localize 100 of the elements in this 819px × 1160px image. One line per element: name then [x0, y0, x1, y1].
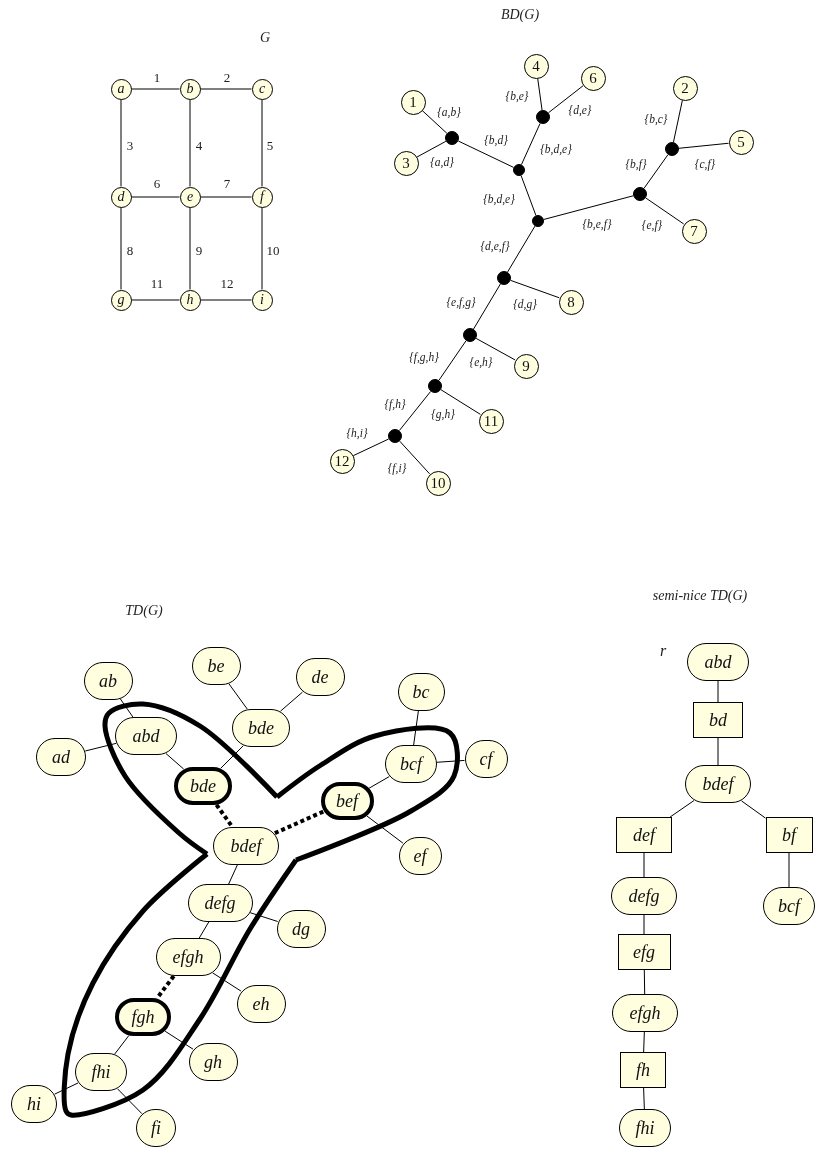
- tree-node-dot: [497, 271, 511, 285]
- connector-line: [413, 710, 419, 746]
- dashed-connector: [155, 974, 176, 1000]
- tree-node-dot: [532, 215, 544, 227]
- bag-node: gh: [188, 1043, 238, 1081]
- vertex-circle: a: [110, 78, 132, 100]
- bag-node: bcf: [385, 745, 437, 783]
- edge-label: {b,e}: [505, 91, 529, 103]
- tree-node-dot: [536, 110, 550, 124]
- tree-node-dot: [445, 131, 459, 145]
- connector-line: [678, 142, 730, 149]
- bag-node: eh: [236, 985, 286, 1023]
- separator-box: fh: [620, 1052, 666, 1088]
- edge-label: {b,d}: [484, 135, 508, 147]
- edge-label: {b,c}: [644, 114, 668, 126]
- connector-line: [643, 969, 646, 995]
- connector-line: [520, 175, 537, 216]
- tree-node-dot: [513, 164, 525, 176]
- connector-line: [189, 207, 191, 290]
- connector-line: [114, 1035, 130, 1055]
- connector-line: [200, 88, 252, 90]
- connector-line: [440, 389, 481, 415]
- vertex-circle: h: [179, 289, 201, 311]
- bag-node: abd: [687, 643, 749, 681]
- edge-label: {f,g,h}: [409, 352, 439, 364]
- bag-node: bdef: [685, 765, 751, 803]
- connector-line: [537, 77, 543, 111]
- edge-label: {c,f}: [694, 159, 716, 171]
- bag-node: defg: [611, 877, 677, 915]
- tree-node-dot: [428, 379, 442, 393]
- tree-node-dot: [633, 187, 647, 201]
- edge-label: {f,i}: [387, 463, 407, 475]
- connector-line: [457, 140, 515, 168]
- edge-label: {d,e}: [568, 105, 592, 117]
- connector-line: [717, 737, 719, 766]
- bag-node: fi: [136, 1109, 176, 1147]
- bag-node: fhi: [75, 1053, 127, 1091]
- connector-line: [164, 1030, 194, 1050]
- bag-node: bef: [320, 782, 374, 820]
- edge-label: 5: [266, 138, 274, 152]
- edge-label: 6: [153, 176, 161, 190]
- connector-line: [643, 852, 645, 878]
- connector-line: [543, 195, 634, 220]
- edge-label: 10: [266, 243, 280, 257]
- connector-line: [416, 140, 447, 158]
- edge-label: {b,d,e}: [483, 194, 515, 206]
- bag-node: bc: [397, 673, 445, 711]
- panel-title: TD(G): [125, 604, 163, 618]
- connector-line: [352, 438, 390, 457]
- leaf-circle: 1: [400, 89, 426, 115]
- leaf-circle: 4: [523, 53, 549, 79]
- connector-line: [643, 914, 645, 935]
- bag-node: fhi: [619, 1109, 671, 1147]
- bag-node: ab: [83, 662, 133, 700]
- connector-line: [473, 283, 501, 330]
- leaf-circle: 6: [580, 65, 606, 91]
- edge-label: {a,d}: [430, 157, 454, 169]
- connector-line: [261, 207, 263, 290]
- connector-line: [131, 299, 180, 301]
- connector-line: [228, 683, 248, 710]
- edge-label: 12: [220, 276, 234, 290]
- bag-node: dg: [276, 910, 326, 948]
- vertex-circle: b: [179, 78, 201, 100]
- tree-node-dot: [388, 429, 402, 443]
- edge-label: {e,f}: [641, 220, 663, 232]
- connector-line: [131, 196, 180, 198]
- connector-line: [368, 776, 390, 789]
- connector-line: [228, 864, 238, 885]
- separator-box: bf: [765, 817, 813, 853]
- edge-label: 3: [126, 138, 134, 152]
- leaf-circle: 10: [425, 470, 451, 496]
- connector-line: [475, 337, 516, 361]
- connector-line: [548, 85, 584, 114]
- bag-node: ef: [398, 837, 442, 875]
- connector-line: [421, 110, 448, 134]
- connector-line: [200, 299, 252, 301]
- edge-label: {f,h}: [384, 399, 406, 411]
- connector-line: [280, 691, 303, 712]
- connector-line: [436, 759, 465, 763]
- connector-line: [117, 1088, 143, 1115]
- vertex-circle: c: [251, 78, 273, 100]
- panel-title: semi-nice TD(G): [652, 589, 748, 603]
- connector-line: [212, 972, 242, 992]
- separator-box: efg: [617, 934, 671, 970]
- edge-label: 1: [153, 70, 161, 84]
- connector-line: [643, 1031, 645, 1053]
- connector-line: [84, 742, 117, 752]
- bag-node: hi: [11, 1085, 57, 1123]
- edge-label: {b,e,f}: [582, 219, 612, 231]
- connector-line: [438, 340, 467, 381]
- leaf-circle: 8: [558, 289, 584, 315]
- connector-line: [131, 88, 180, 90]
- bag-node: bcf: [763, 887, 815, 925]
- bag-node: cf: [464, 740, 508, 778]
- connector-line: [521, 122, 541, 166]
- leaf-circle: 7: [681, 218, 707, 244]
- edge-label: {d,g}: [513, 299, 537, 311]
- connector-line: [669, 800, 695, 818]
- edge-label: 11: [150, 276, 164, 290]
- panel-title: BD(G): [500, 8, 540, 22]
